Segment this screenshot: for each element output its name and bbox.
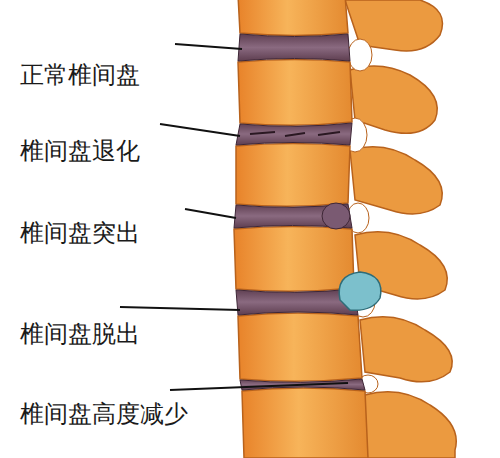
part-label: 椎间盘脱出 [20,321,140,347]
part-label: 椎间盘高度减少 [20,401,188,427]
part-label: 椎间盘突出 [20,220,140,246]
part-label: 正常椎间盘 [20,62,140,88]
part-label: 椎间盘退化 [20,138,140,164]
